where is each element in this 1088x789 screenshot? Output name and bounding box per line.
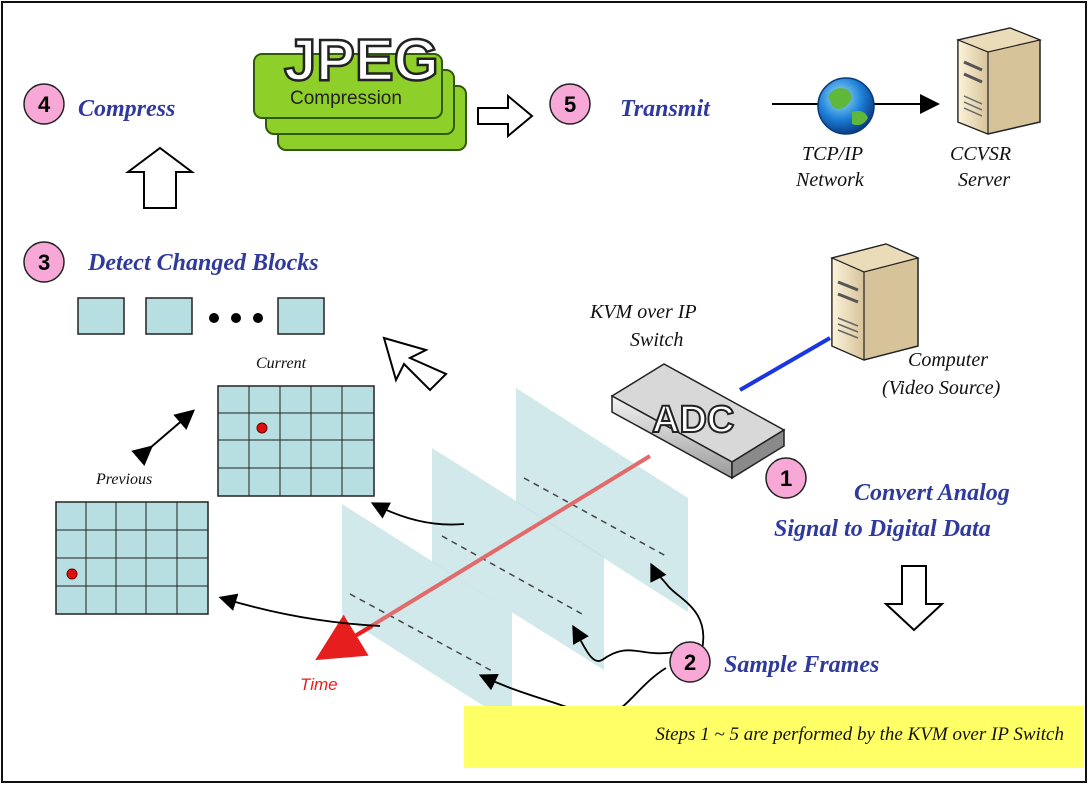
footnote-text: Steps 1 ~ 5 are performed by the KVM ove… [655, 724, 1064, 745]
changed-blocks-row [77, 297, 325, 335]
sample-arrow-1 [650, 562, 705, 651]
step-2-number: 2 [684, 650, 696, 675]
jpeg-logo-text: JPEG [284, 28, 439, 93]
step-4-title: Compress [78, 96, 175, 122]
step-1-number: 1 [780, 466, 792, 491]
step-5-badge: 5 [549, 83, 591, 125]
step-1-badge: 1 [765, 457, 807, 499]
jpeg-caption: Compression [290, 88, 402, 109]
kvm-device-icon: ADC [610, 363, 786, 480]
time-label: Time [300, 675, 338, 694]
step-4-number: 4 [38, 92, 51, 117]
kvm-device-label: ADC [652, 399, 734, 441]
previous-frame-label: Previous [95, 471, 152, 488]
current-frame-label: Current [256, 355, 307, 372]
globe-icon [817, 77, 875, 135]
jpeg-compression-stack: JPEG Compression [253, 27, 467, 151]
hollow-arrow-diagonal-icon [382, 336, 448, 392]
step-4-badge: 4 [23, 83, 65, 125]
footnote-box: Steps 1 ~ 5 are performed by the KVM ove… [464, 706, 1084, 768]
compare-arrow [131, 409, 196, 467]
frame-to-previous-arrow [218, 593, 381, 627]
computer-tower-icon [830, 243, 920, 361]
computer-label-line2: (Video Source) [882, 377, 1001, 399]
computer-label-line1: Computer [908, 349, 988, 371]
step-1-title-line1: Convert Analog [854, 480, 1010, 506]
kvm-label-line1: KVM over IP [589, 301, 697, 323]
step-3-title: Detect Changed Blocks [87, 250, 319, 276]
server-label-line2: Server [958, 169, 1010, 191]
step-2-title: Sample Frames [724, 652, 879, 678]
frame-to-current-arrow [370, 502, 465, 526]
current-frame-grid [217, 385, 375, 497]
time-axis [315, 454, 652, 661]
sample-arrow-2 [572, 624, 675, 662]
previous-frame-grid [55, 501, 209, 615]
step-5-title: Transmit [620, 96, 711, 122]
server-tower-icon [955, 27, 1043, 135]
hollow-arrow-up-icon [125, 146, 195, 209]
server-label-line1: CCVSR [950, 143, 1011, 165]
step-1-title-line2: Signal to Digital Data [774, 516, 991, 542]
video-cable [738, 336, 832, 392]
network-label-line2: Network [795, 169, 865, 191]
network-label-line1: TCP/IP [802, 143, 863, 165]
step-5-number: 5 [564, 92, 576, 117]
hollow-arrow-icon [477, 93, 534, 139]
hollow-arrow-down-icon [883, 565, 945, 632]
step-3-number: 3 [38, 250, 50, 275]
step-2-badge: 2 [669, 641, 711, 683]
step-3-badge: 3 [23, 241, 65, 283]
sampled-frames [342, 388, 688, 724]
kvm-label-line2: Switch [630, 329, 683, 351]
